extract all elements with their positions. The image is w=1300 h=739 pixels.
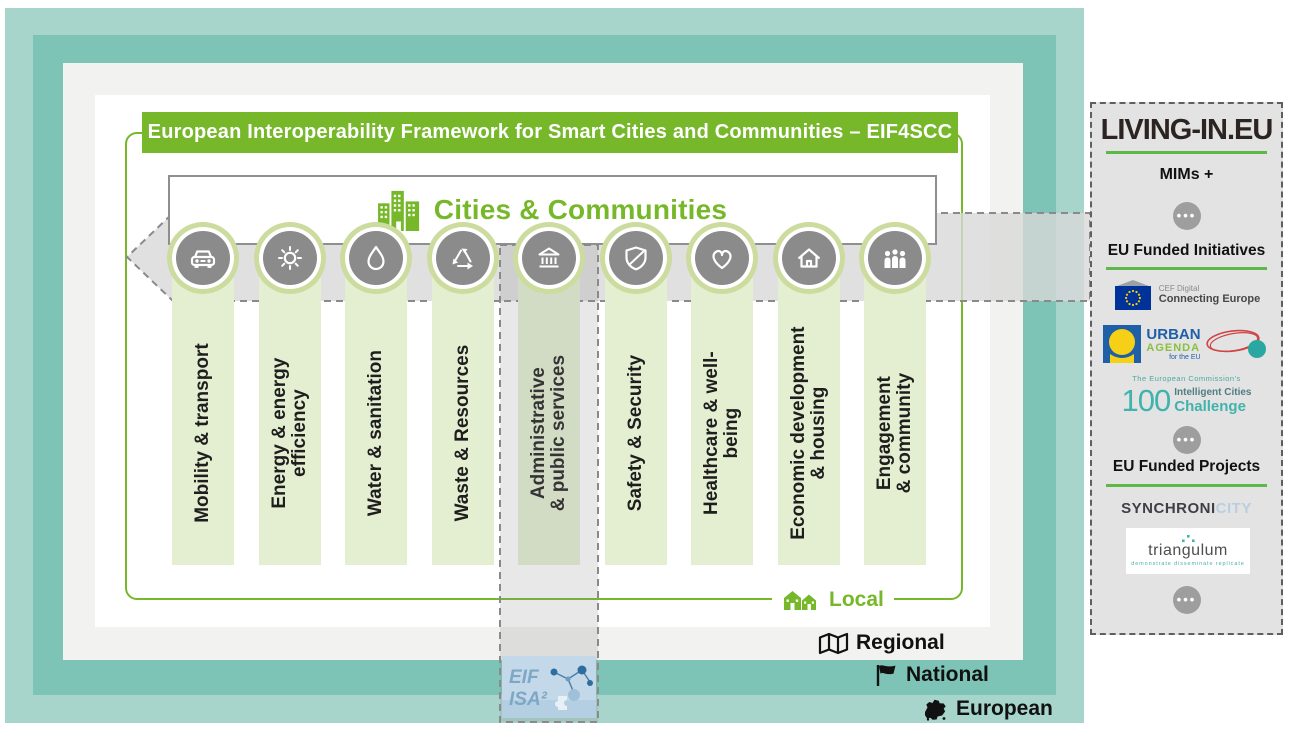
flag-icon [876,665,896,686]
green-underline [1106,484,1267,487]
energy-circle [263,231,317,285]
recycle-icon [452,248,473,270]
ellipsis-button: ••• [1172,202,1201,230]
shield-icon [625,246,647,271]
bank-icon [538,247,560,268]
domain-label: Safety & Security [624,354,646,512]
city-text: CITY [1215,500,1252,517]
domain-label: Energy & energy efficiency [268,357,310,509]
eu-funded-initiatives-heading: EU Funded Initiatives [1107,242,1266,259]
urban-text: URBAN [1146,325,1201,343]
houses-icon [784,591,816,610]
waste-circle [436,231,490,285]
cef-digital-logo: CEF Digital Connecting Europe [1092,280,1281,310]
car-icon [190,250,216,268]
mims-label: MIMs + [1159,166,1214,183]
engagement-circle [868,231,922,285]
domain-column-water: Water & sanitation [345,250,407,565]
europe-map-icon [925,699,946,721]
eif-text: EIF [509,667,540,688]
icc-challenge-text: Challenge [1174,397,1246,415]
sun-icon [278,246,302,270]
domain-column-healthcare: Healthcare & well- being [691,250,753,565]
living-in-eu-logo: LIVING-IN.EU [1100,114,1274,146]
icc-100-text: 100 [1121,383,1172,418]
cities-communities-title: Cities & Communities [433,194,728,225]
mobility-circle [176,231,230,285]
map-icon [818,632,849,654]
economic-circle [782,231,836,285]
level-european: European [920,696,1053,722]
triangulum-logo: triangulum demonstrate disseminate repli… [1126,528,1250,574]
synchroni-text: SYNCHRONI [1121,500,1216,517]
administrative-circle [522,231,576,285]
agenda-text: AGENDA [1146,341,1201,354]
domain-label: Economic development & housing [787,326,829,540]
framework-title: European Interoperability Framework for … [147,121,953,143]
domain-label: Water & sanitation [364,349,386,517]
domain-column-safety: Safety & Security [605,250,667,565]
heart-icon [712,249,732,270]
house-icon [797,248,821,268]
water-drop-icon [367,245,385,271]
domain-label: Administrative & public services [527,354,569,512]
triangulum-text: triangulum [1148,542,1228,559]
level-regional-label: Regional [856,631,945,654]
green-underline [1106,267,1267,270]
icc-logo: The European Commission's 100 Intelligen… [1092,374,1281,419]
urban-agenda-logo: URBAN AGENDA for the EU [1092,324,1281,364]
domain-label: Waste & Resources [451,344,473,522]
ellipsis-button: ••• [1172,426,1201,454]
level-european-label: European [956,697,1053,720]
safety-circle [609,231,663,285]
urban-agenda-icon [1103,325,1142,363]
eu-flag-icon [1114,280,1151,310]
people-icon [884,249,906,268]
healthcare-circle [695,231,749,285]
triangulum-tagline: demonstrate disseminate replicate [1131,561,1245,567]
level-national-label: National [906,663,989,686]
city-buildings-icon [377,190,419,231]
domain-column-engagement: Engagement & community [864,250,926,565]
red-sketch-icon [1205,329,1266,358]
connecting-europe-text: Connecting Europe [1158,293,1261,306]
isa2-text: ISA² [509,689,548,710]
triangulum-dots-icon [1182,535,1195,543]
icc-intelligent-cities-text: Intelligent Cities [1174,387,1252,399]
framework-header-bar: European Interoperability Framework for … [142,112,958,153]
for-the-eu-text: for the EU [1169,353,1201,361]
living-in-eu-sidebar: LIVING-IN.EU MIMs + ••• EU Funded Initia… [1090,102,1283,635]
domain-column-economic: Economic development & housing [778,250,840,565]
level-local-label: Local [829,588,884,611]
domain-column-mobility: Mobility & transport [172,250,234,565]
domain-label: Mobility & transport [191,343,213,523]
domain-column-energy: Energy & energy efficiency [259,250,321,565]
icc-small-text: The European Commission's [1132,374,1241,383]
domain-column-waste: Waste & Resources [432,250,494,565]
water-circle [349,231,403,285]
domain-column-administrative: Administrative & public services [518,250,580,565]
green-underline [1106,151,1267,154]
level-national: National [874,663,989,687]
level-regional: Regional [818,631,945,655]
cef-digital-text: CEF Digital [1158,283,1200,293]
level-local: Local [772,585,894,615]
domain-label: Engagement & community [873,372,915,494]
ellipsis-button: ••• [1172,586,1201,614]
eu-funded-projects-heading: EU Funded Projects [1112,458,1261,475]
domain-label: Healthcare & well- being [700,351,742,515]
eif-isa2-logo: EIF ISA² [502,656,596,718]
